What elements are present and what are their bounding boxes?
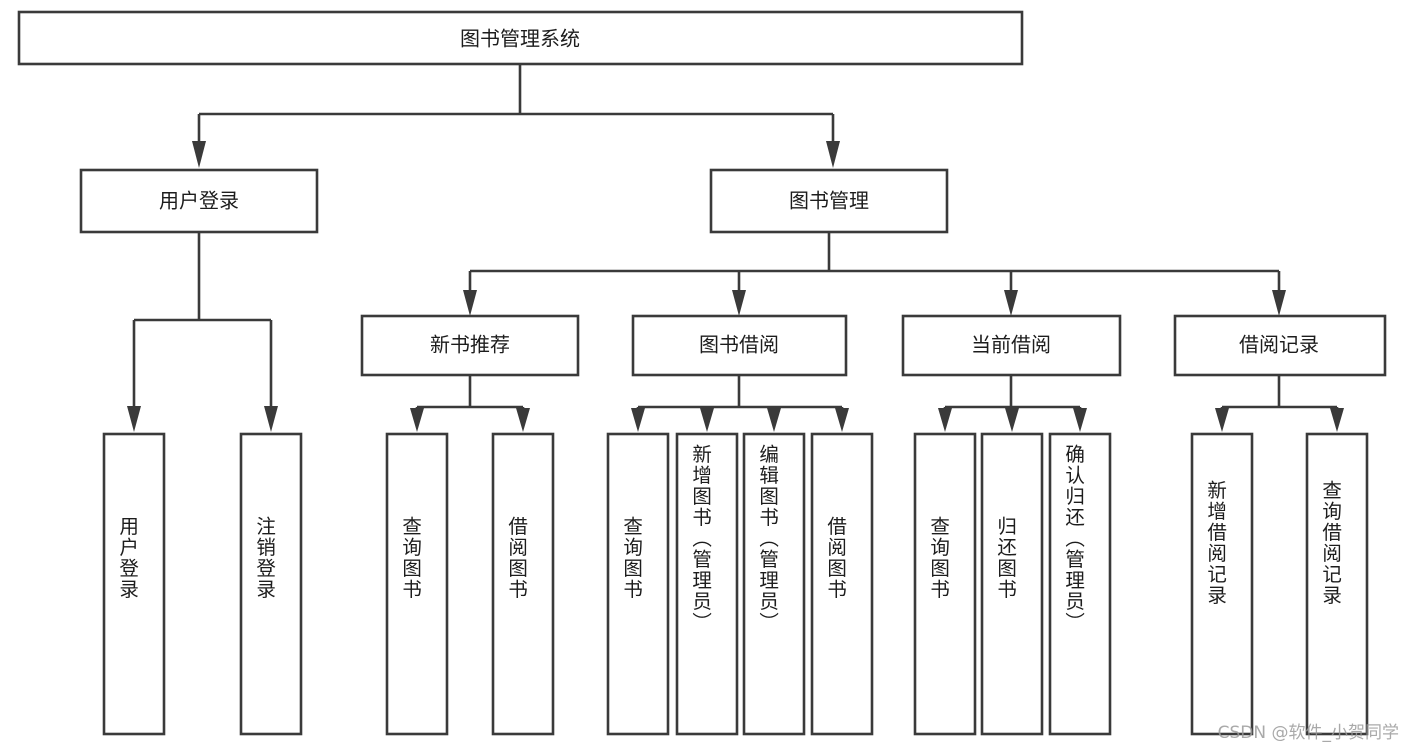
leaf-box-query-book-2[interactable] [606,432,670,736]
leaf-box-return-book[interactable] [980,432,1044,736]
arrow-head-icon [700,408,714,432]
node-root-label: 图书管理系统 [460,27,580,51]
connector-root-to-level1 [192,64,840,168]
arrow-head-icon [767,408,781,432]
connector-bookmgmt-to-level2 [463,232,1286,316]
node-user-login-label: 用户登录 [159,189,239,213]
leaf-box-user-login[interactable] [102,432,166,736]
arrow-head-icon [1272,290,1286,316]
arrow-head-icon [826,141,840,168]
connector-currentborrow-to-leaves [938,375,1087,432]
leaf-box-borrow-book-2[interactable] [810,432,874,736]
node-book-management[interactable]: 图书管理 [709,168,949,234]
node-book-management-label: 图书管理 [789,189,869,213]
node-borrow-record-label: 借阅记录 [1239,333,1319,357]
node-book-borrow-label: 图书借阅 [699,333,779,357]
csdn-watermark: CSDN @软件_小贺同学 [1217,723,1399,743]
node-user-login[interactable]: 用户登录 [79,168,319,234]
arrow-head-icon [1005,408,1019,432]
arrow-head-icon [127,406,141,432]
arrow-head-icon [1330,408,1344,432]
leaf-box-edit-book[interactable] [742,432,806,736]
arrow-head-icon [463,290,477,316]
arrow-head-icon [631,408,645,432]
leaf-box-add-book[interactable] [675,432,739,736]
arrow-head-icon [192,141,206,168]
leaf-box-add-record[interactable] [1190,432,1254,736]
leaf-box-query-book-3[interactable] [913,432,977,736]
arrow-head-icon [938,408,952,432]
node-current-borrow[interactable]: 当前借阅 [901,314,1122,377]
leaf-box-confirm-return[interactable] [1048,432,1112,736]
leaf-box-borrow-book-1[interactable] [491,432,555,736]
node-new-book-recommend[interactable]: 新书推荐 [360,314,580,377]
leaf-box-logout[interactable] [239,432,303,736]
node-new-book-recommend-label: 新书推荐 [430,333,510,357]
node-root[interactable]: 图书管理系统 [17,10,1024,66]
arrow-head-icon [1073,408,1087,432]
connector-borrowrecord-to-leaves [1215,375,1344,432]
arrow-head-icon [1215,408,1229,432]
leaf-box-query-record[interactable] [1305,432,1369,736]
arrow-head-icon [264,406,278,432]
node-current-borrow-label: 当前借阅 [971,333,1051,357]
arrow-head-icon [1004,290,1018,316]
connector-userlogin-to-leaves [127,232,278,432]
node-borrow-record[interactable]: 借阅记录 [1173,314,1387,377]
leaf-box-query-book-1[interactable] [385,432,449,736]
arrow-head-icon [516,408,530,432]
connector-newbook-to-leaves [410,375,530,432]
node-book-borrow[interactable]: 图书借阅 [631,314,848,377]
arrow-head-icon [410,408,424,432]
arrow-head-icon [732,290,746,316]
arrow-head-icon [835,408,849,432]
connector-bookborrow-to-leaves [631,375,849,432]
